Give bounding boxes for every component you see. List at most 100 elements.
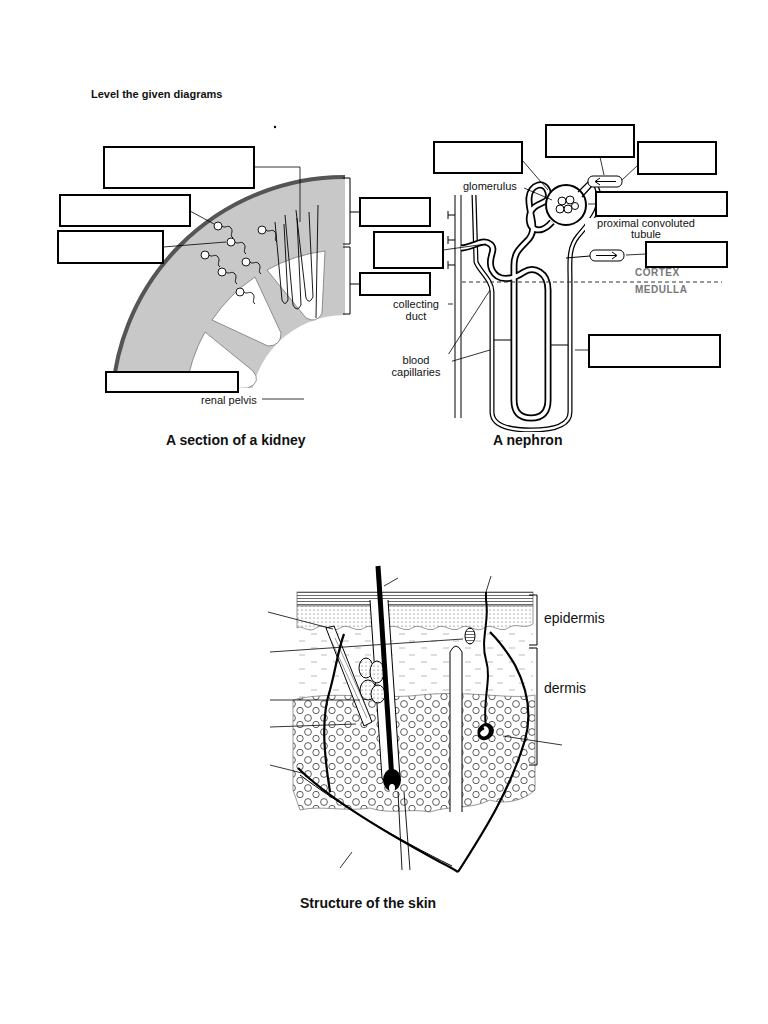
leader-line [254,167,300,222]
flow-arrow-icon [588,176,622,187]
leader-line [446,290,490,358]
leader-line [270,765,306,774]
touch-receptor [465,628,475,644]
arrow-symbol [596,252,617,259]
leader-line [600,157,604,175]
bowmans-capsule [546,185,586,225]
answer-boxes [58,125,727,392]
answer-box [374,232,443,268]
glomerulus-dot [242,258,250,266]
gland-lobe [371,685,385,703]
region-label: CORTEX [634,268,681,278]
nephron-leaders [443,157,646,363]
capillary-lumen [474,186,599,430]
leader-line [262,399,304,400]
nephron-tubule [250,262,261,274]
figure-caption: A nephron [492,432,563,448]
part-label: renal pelvis [200,394,258,407]
tubule-lumen [461,185,552,418]
capillary-knot [572,203,579,210]
answer-box [360,198,430,226]
skin-brackets [529,595,537,765]
sweat-duct [484,592,488,727]
hair-nerve [398,792,410,870]
capillary-knot [564,205,572,213]
gland-lobe [370,661,384,683]
capillary-knot [556,205,564,213]
glomerulus-dot [236,288,244,296]
answer-box [58,231,163,263]
figure-caption: Structure of the skin [299,895,437,911]
nerve-tube [450,646,462,812]
flow-arrow-icon [590,250,624,261]
oil-gland [359,658,385,703]
worksheet-title: Level the given diagrams [90,88,223,101]
leader-line [163,242,226,247]
skin-section [268,566,562,872]
answer-box [434,142,522,173]
hair-shaft [378,566,392,780]
vessel-icon [588,176,622,187]
answer-box [638,142,716,174]
leader-line [588,204,596,205]
region-label: MEDULLA [634,285,688,295]
nephron-loop [275,222,288,304]
vessel [324,634,344,792]
vessel [298,768,458,872]
glomerulus-dot [218,268,226,276]
stratum-corneum [297,592,533,606]
leader-line [340,852,352,868]
leader-line [270,639,463,652]
part-label: proximal convoluted tubule [585,218,707,240]
vessel [458,632,528,872]
capillary-knot [558,197,566,205]
capillary-outline [474,186,599,430]
answer-box [546,125,634,157]
kidney-brackets [343,178,360,314]
glomerulus-dot [258,226,266,234]
epidermis-bracket [529,595,537,645]
skin-leaders [268,576,562,868]
cortex-medulla-boundary [462,281,722,282]
answer-box [360,273,430,295]
leader-line [626,254,646,255]
part-label: collecting duct [384,298,448,322]
duct-wall [461,195,462,418]
leader-line [268,612,333,629]
kidney-nephrons [209,205,318,318]
medulla-bracket [343,247,360,314]
leader-line [575,350,589,351]
renal-pyramid [212,277,281,346]
capillary-link [494,340,568,345]
answer-box [589,335,720,367]
tubule-outline [461,185,552,418]
collecting-duct [448,195,461,418]
nephron-tubule [244,292,255,304]
kidney-glomeruli [201,222,266,296]
leader-line [503,736,562,745]
leader-line [522,160,548,190]
duct-branches [448,211,455,269]
answer-box [104,147,254,188]
leader-line [443,244,486,250]
answer-box [596,192,727,216]
layer-label: epidermis [543,610,606,626]
nerve [300,775,452,866]
sweat-gland [479,724,493,739]
leader-line [270,700,360,701]
layer-label: dermis [543,680,587,696]
glomerulus-dot [214,222,222,230]
nephron-tubule [226,272,237,284]
glomerulus-dot [201,251,209,259]
leader-line [270,724,356,727]
collecting-duct-line [316,205,318,318]
hair-papilla [389,784,395,792]
leader-line [384,578,398,586]
nephron-tubule [235,242,246,254]
nephron-tubule [209,255,220,267]
cortex-bracket [343,178,360,244]
leader-line [446,350,490,363]
answer-box [646,242,727,267]
